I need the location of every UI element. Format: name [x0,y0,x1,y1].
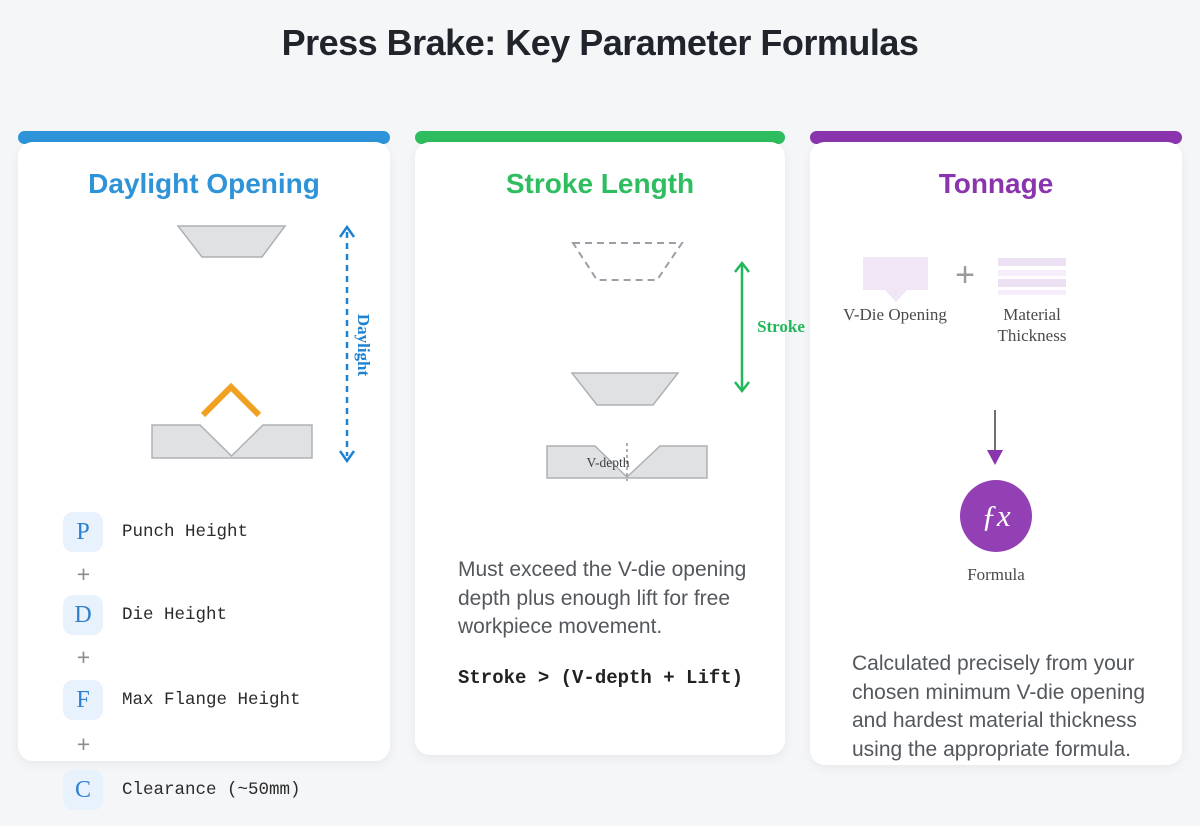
plus-icon: + [76,644,91,670]
v-die-opening-label: V-Die Opening [843,305,947,324]
daylight-dimension-arrow [338,224,356,464]
material-thickness-icon [998,258,1066,295]
item-label: Punch Height [122,522,249,542]
die-shape [546,445,708,479]
die-shape [151,424,313,459]
stroke-dimension-label: Stroke [757,317,805,336]
list-item-die-height: D Die Height [63,595,227,635]
stroke-dimension-arrow [734,260,750,394]
punch-raised-ghost-shape [571,242,684,281]
plus-icon: + [76,561,91,587]
punch-lowered-shape [570,372,680,406]
punch-shape [176,225,287,258]
card-stroke-length: Stroke Length Stroke V-depth Must exceed… [415,131,805,756]
stroke-description: Must exceed the V-die opening depth plus… [458,558,747,638]
list-item-max-flange-height: F Max Flange Height [63,680,301,720]
letter-badge: P [63,512,103,552]
letter-badge: F [63,680,103,720]
card-body: Stroke Length Stroke V-depth Must exceed… [415,142,805,755]
card-body: Daylight Opening Daylight P Punch Height… [18,142,390,810]
card-accent-bar [415,131,785,144]
list-item-punch-height: P Punch Height [63,512,248,552]
letter-badge: C [63,770,103,810]
card-tonnage: Tonnage + V-Die Opening Material Thickne… [810,131,1182,766]
card-title: Daylight Opening [88,168,320,199]
item-label: Die Height [122,605,228,625]
tonnage-description: Calculated precisely from your chosen mi… [852,652,1145,761]
bent-workpiece-icon [200,382,262,418]
card-title: Stroke Length [505,168,695,199]
vdepth-label: V-depth [587,455,630,470]
letter-badge: D [63,595,103,635]
fx-formula-icon: ƒx [960,480,1032,552]
list-item-clearance: C Clearance (~50mm) [63,770,301,810]
card-accent-bar [18,131,390,144]
daylight-dimension-label: Daylight [354,314,373,377]
card-title: Tonnage [938,168,1054,199]
card-accent-bar [810,131,1182,144]
card-daylight-opening: Daylight Opening Daylight P Punch Height… [18,131,390,810]
item-label: Max Flange Height [122,690,301,710]
plus-icon: + [955,256,975,294]
stroke-diagram: Stroke V-depth [546,242,805,481]
material-thickness-label: Material Thickness [997,305,1067,345]
v-die-opening-icon [863,257,928,302]
item-label: Clearance (~50mm) [122,780,301,800]
card-body: Tonnage + V-Die Opening Material Thickne… [810,142,1182,765]
stroke-formula: Stroke > (V-depth + Lift) [458,667,744,689]
formula-label: Formula [967,565,1025,584]
page-title: Press Brake: Key Parameter Formulas [281,22,919,63]
down-arrow-icon [987,410,1003,465]
plus-icon: + [76,731,91,757]
daylight-diagram: Daylight [151,224,373,464]
